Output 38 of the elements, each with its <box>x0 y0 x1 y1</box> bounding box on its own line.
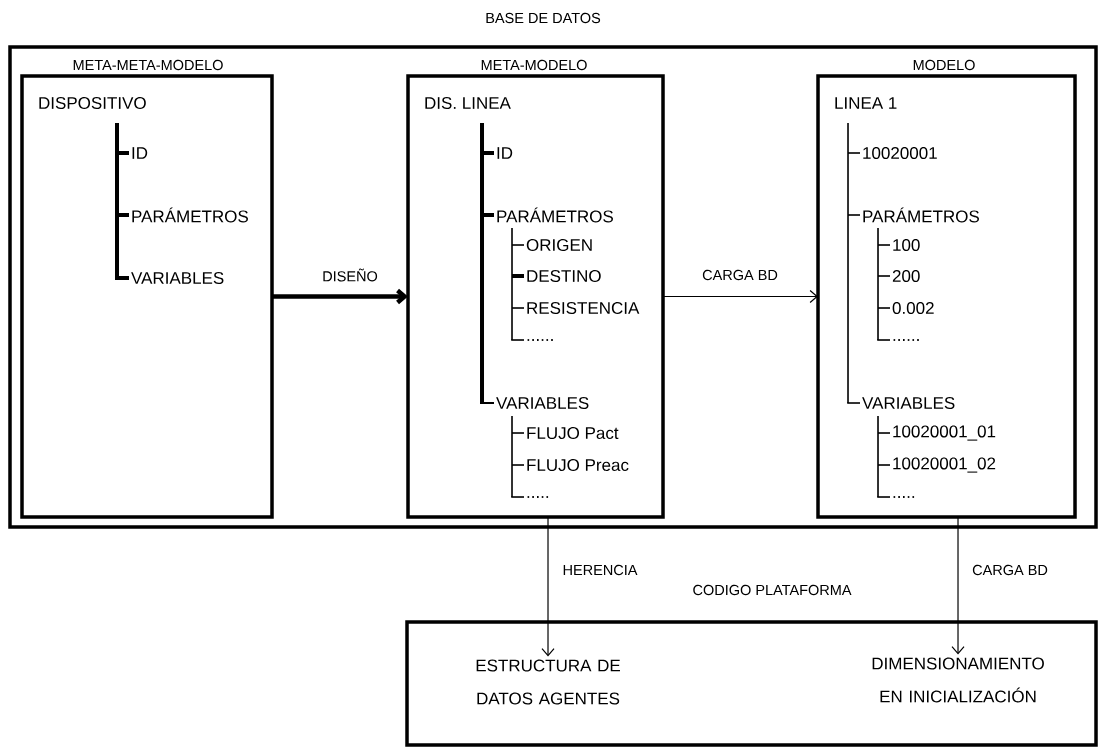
edge-label: HERENCIA <box>560 562 640 578</box>
tree-item: FLUJO Preac <box>527 459 629 472</box>
edge-label: DISEÑO <box>320 266 380 284</box>
arrow <box>951 516 965 655</box>
edge-label: CARGA BD <box>970 562 1050 578</box>
frame-title: CODIGO PLATAFORMA <box>693 584 852 596</box>
tree-item: VARIABLES <box>131 272 224 285</box>
frame-title: BASE DE DATOS <box>486 12 601 24</box>
tree-item: PARÁMETROS <box>497 207 613 223</box>
output-text: ESTRUCTURA DE DATOS AGENTES <box>476 659 620 705</box>
tree-item: DESTINO <box>527 270 601 283</box>
tree-item: 200 <box>892 270 920 283</box>
tree-item: PARÁMETROS <box>132 207 248 223</box>
tree-item: ORIGEN <box>526 239 592 252</box>
tree-item: 10020001_01 <box>893 425 996 441</box>
edge-label: CARGA BD <box>700 267 780 283</box>
tree-item: PARÁMETROS <box>863 207 979 223</box>
tree-item: ID <box>497 147 513 159</box>
tree-item: ID <box>132 147 148 159</box>
tree-item: ...... <box>893 339 919 341</box>
tree-item: VARIABLES <box>862 397 955 410</box>
box-heading: MODELO <box>910 58 978 72</box>
tree-item: 100 <box>893 239 920 252</box>
tree-item: ..... <box>527 496 549 498</box>
arrow <box>541 516 555 657</box>
tree-item: 10020001_02 <box>893 457 996 473</box>
tree-item: FLUJO Pact <box>527 427 619 440</box>
arrow <box>662 289 818 304</box>
tree-item: ..... <box>893 496 915 498</box>
box-heading: META-META-MODELO <box>70 58 226 72</box>
tree-item: 10020001 <box>863 147 937 160</box>
tree-item: VARIABLES <box>496 397 589 410</box>
tree-item: RESISTENCIA <box>527 302 640 315</box>
tree-item: ...... <box>527 339 553 341</box>
output-text: DIMENSIONAMIENTO EN INICIALIZACIÓN <box>872 657 1044 703</box>
arrow <box>272 288 408 305</box>
box-heading: META-MODELO <box>478 58 590 72</box>
tree-item: 0.002 <box>892 302 934 315</box>
